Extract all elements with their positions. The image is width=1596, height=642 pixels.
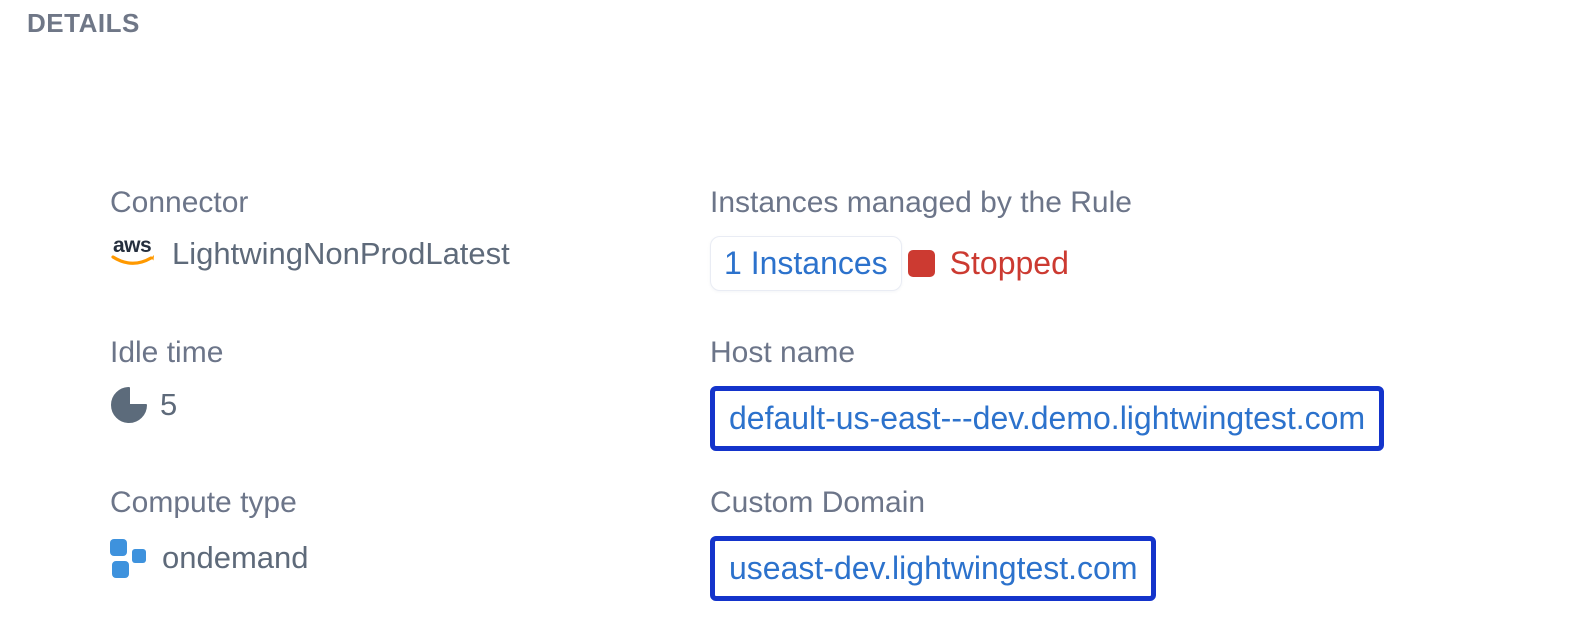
instances-label: Instances managed by the Rule — [710, 186, 1132, 219]
field-custom-domain: Custom Domain useast-dev.lightwingtest.c… — [710, 486, 1596, 601]
idle-time-value-row: 5 — [110, 386, 710, 424]
connector-label: Connector — [110, 186, 249, 219]
idle-time-label: Idle time — [110, 336, 224, 369]
aws-icon: aws — [110, 234, 160, 272]
status-text: Stopped — [949, 245, 1069, 281]
section-title: DETAILS — [27, 8, 140, 38]
instances-count-link[interactable]: 1 Instances — [710, 236, 902, 291]
compute-type-value: ondemand — [162, 540, 309, 575]
pie-chart-icon — [111, 387, 147, 423]
connector-value: LightwingNonProdLatest — [172, 236, 510, 271]
connector-value-row: aws LightwingNonProdLatest — [110, 234, 710, 272]
host-name-link[interactable]: default-us-east---dev.demo.lightwingtest… — [710, 386, 1385, 451]
compute-type-value-row: ondemand — [110, 536, 710, 580]
stopped-status-icon — [907, 250, 935, 277]
idle-time-value: 5 — [160, 387, 178, 422]
aws-smile-curve — [111, 255, 154, 265]
field-idle-time: Idle time 5 — [110, 336, 710, 424]
custom-domain-link[interactable]: useast-dev.lightwingtest.com — [710, 536, 1157, 601]
field-host-name: Host name default-us-east---dev.demo.lig… — [710, 336, 1596, 451]
field-compute-type: Compute type ondemand — [110, 486, 710, 580]
compute-squares-icon — [110, 536, 152, 580]
details-fields-grid: Connector aws LightwingNonProdLatest Ins… — [110, 186, 1596, 601]
instances-value-row: 1 Instances Stopped — [710, 236, 1596, 291]
field-connector: Connector aws LightwingNonProdLatest — [110, 186, 710, 272]
compute-type-label: Compute type — [110, 486, 297, 519]
custom-domain-label: Custom Domain — [710, 486, 926, 519]
field-instances: Instances managed by the Rule 1 Instance… — [710, 186, 1596, 291]
host-name-label: Host name — [710, 336, 856, 369]
aws-icon-word: aws — [113, 234, 152, 257]
